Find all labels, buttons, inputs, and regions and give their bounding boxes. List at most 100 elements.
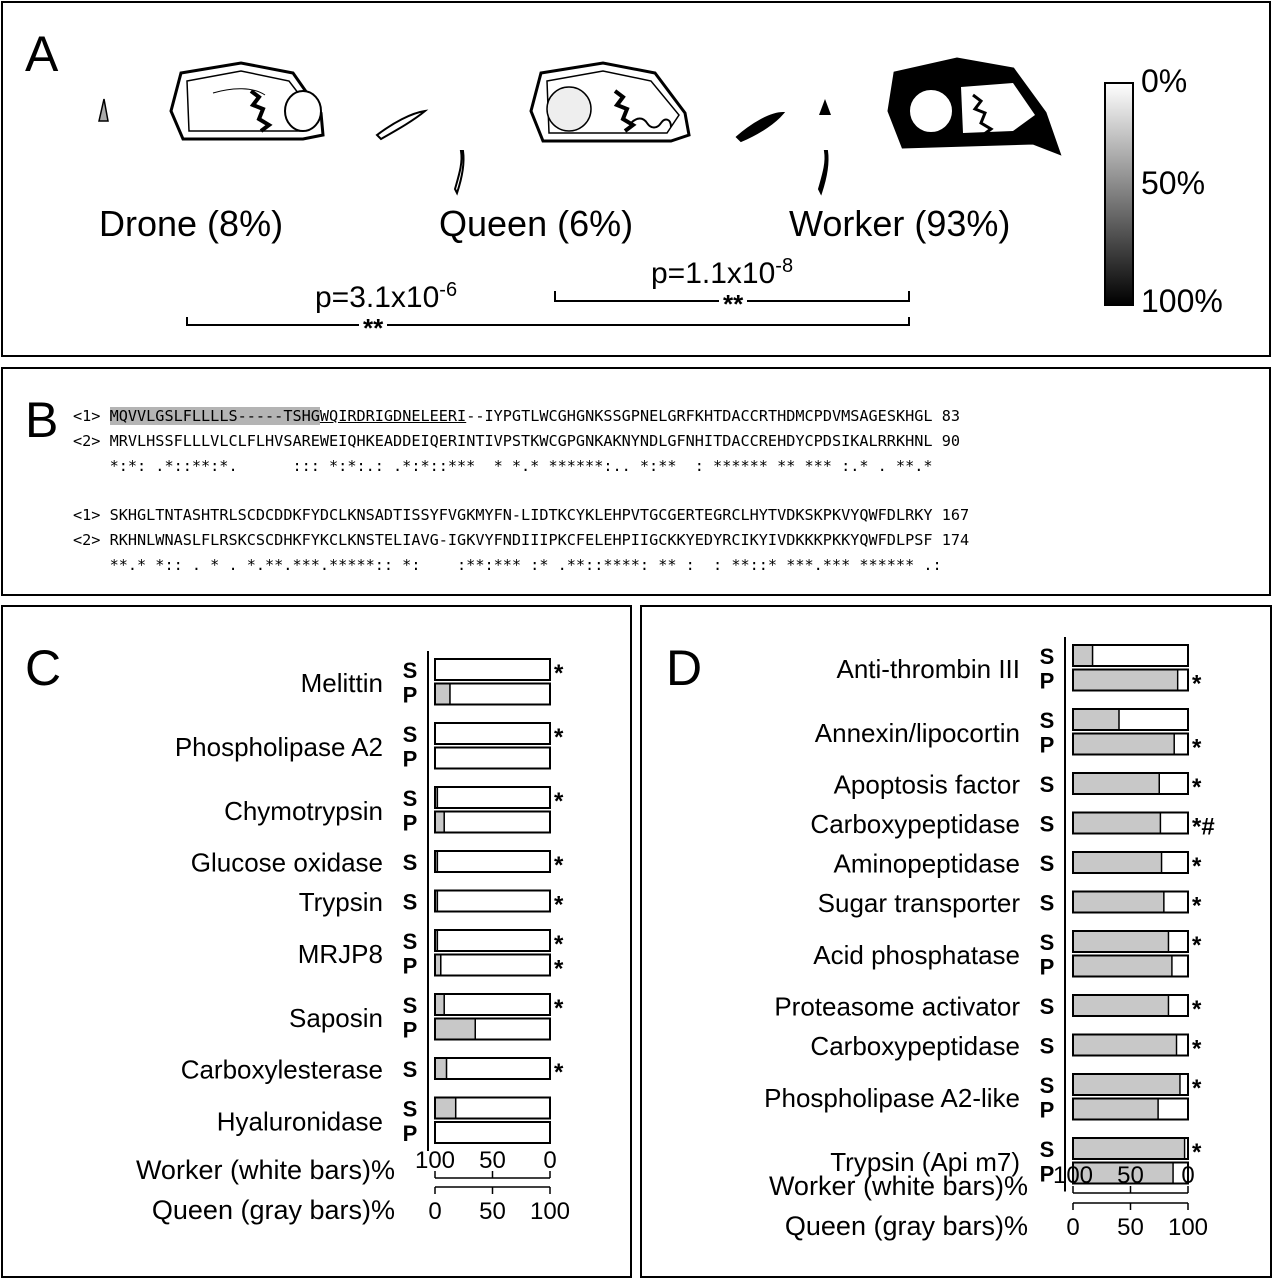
worker-bar — [434, 722, 551, 745]
significance-mark: * — [1192, 996, 1202, 1023]
protein-label: Carboxylesterase — [181, 1055, 383, 1085]
queen-bar — [1074, 1163, 1173, 1183]
p-value-drone-worker: p=3.1x10-6 — [315, 279, 458, 314]
significance-mark: * — [554, 852, 564, 879]
fraction-label: S — [1040, 772, 1055, 797]
fraction-label: S — [403, 890, 418, 915]
fraction-label: P — [1040, 955, 1055, 980]
significance-mark: * — [1192, 1036, 1202, 1063]
queen-bar — [1074, 734, 1174, 754]
significance-drone-worker: ** — [359, 313, 388, 344]
protein-label: Chymotrypsin — [224, 796, 383, 826]
protein-label: Phospholipase A2-like — [764, 1083, 1020, 1113]
worker-bar — [434, 1057, 551, 1080]
queen-bar — [1074, 1035, 1176, 1055]
worker-head-drawing — [735, 57, 1062, 196]
worker-tick-label: 0 — [1181, 1162, 1194, 1189]
significance-mark: * — [1192, 1139, 1202, 1166]
worker-axis-title: Worker (white bars)% — [136, 1155, 395, 1185]
significance-mark: * — [554, 956, 564, 983]
scale-label-bottom: 100% — [1141, 283, 1223, 319]
fraction-label: S — [403, 850, 418, 875]
fraction-label: P — [1040, 1162, 1055, 1187]
panel-d-label: D — [666, 640, 703, 696]
alignment-seq1-block2: <1> SKHGLTNTASHTRLSCDCDDKFYDCLKNSADTISSY… — [73, 506, 970, 524]
worker-bar — [434, 929, 551, 952]
worker-tick-label: 0 — [543, 1147, 556, 1174]
alignment-consensus-block2: **.* *:: . * . *.**.***.*****:: *: :**:*… — [109, 556, 942, 574]
significance-mark: *# — [1192, 814, 1215, 841]
protein-label: Saposin — [289, 1003, 383, 1033]
worker-bar — [434, 889, 551, 913]
worker-axis-title: Worker (white bars)% — [769, 1171, 1028, 1201]
worker-tick-label: 50 — [479, 1147, 506, 1174]
protein-label: Sugar transporter — [818, 888, 1021, 918]
fraction-label: S — [403, 786, 418, 811]
protein-label: Trypsin (Api m7) — [830, 1147, 1020, 1177]
caste-label-queen: Queen (6%) — [439, 203, 634, 244]
significance-mark: * — [554, 788, 564, 815]
protein-label: Carboxypeptidase — [810, 1031, 1020, 1061]
queen-bar — [436, 955, 442, 975]
fraction-label: S — [403, 1057, 418, 1082]
fraction-label: P — [403, 954, 418, 979]
worker-bar — [434, 953, 551, 977]
queen-bar — [1074, 646, 1094, 665]
protein-label: Apoptosis factor — [834, 770, 1021, 800]
queen-bar — [436, 1059, 448, 1078]
p-value-queen-worker: p=1.1x10-8 — [651, 255, 794, 290]
protein-label: Proteasome activator — [774, 992, 1020, 1022]
significance-mark: * — [554, 931, 564, 958]
significance-mark: * — [554, 724, 564, 751]
fraction-label: S — [1040, 891, 1055, 916]
significance-mark: * — [554, 660, 564, 687]
signal-peptide-highlight: MQVVLGSLFLLLLS-----TSHG — [109, 407, 320, 425]
queen-bar — [1074, 710, 1120, 729]
worker-bar — [434, 682, 551, 706]
queen-bar — [436, 812, 446, 832]
alignment-seq1-block1: <1> MQVVLGSLFLLLLS-----TSHGWQIRDRIGDNELE… — [73, 407, 960, 425]
significance-mark: * — [1192, 1075, 1202, 1102]
fraction-label: P — [1040, 733, 1055, 758]
panel-c-label: C — [25, 640, 62, 696]
panel-a: A — [1, 1, 1271, 357]
queen-tick-label: 0 — [1066, 1214, 1079, 1241]
mature-peptide-underline: WQIRDRIGDNELEERI — [319, 407, 467, 425]
fraction-label: P — [403, 1121, 418, 1146]
fraction-label: S — [1040, 994, 1055, 1019]
fraction-label: S — [1040, 644, 1055, 669]
protein-label: Trypsin — [299, 887, 383, 917]
queen-axis-title: Queen (gray bars)% — [152, 1195, 395, 1225]
worker-bar — [1072, 644, 1189, 667]
comparison-brackets — [186, 291, 910, 326]
drone-head-drawing — [98, 61, 465, 196]
protein-label: Carboxypeptidase — [810, 809, 1020, 839]
significance-mark: * — [1192, 853, 1202, 880]
queen-tick-label: 0 — [428, 1198, 441, 1225]
fraction-label: S — [1040, 812, 1055, 837]
fraction-label: S — [1040, 1137, 1055, 1162]
worker-bar — [434, 658, 551, 681]
fraction-label: P — [1040, 1098, 1055, 1123]
significance-mark: * — [1192, 735, 1202, 762]
caste-label-drone: Drone (8%) — [99, 203, 284, 244]
queen-bar — [436, 995, 446, 1014]
queen-bar — [1074, 1075, 1180, 1094]
significance-mark: * — [554, 995, 564, 1022]
significance-queen-worker: ** — [719, 289, 748, 320]
panel-d-bar-chart: SP*Anti-thrombin IIISP*Annexin/lipocorti… — [764, 637, 1215, 1241]
alignment-seq2-block1: <2> MRVLHSSFLLLVLCLFLHVSAREWEIQHKEADDEIQ… — [73, 432, 960, 450]
worker-bar — [434, 786, 551, 809]
panel-a-label: A — [25, 26, 59, 82]
protein-label: Phospholipase A2 — [175, 732, 383, 762]
protein-label: Annexin/lipocortin — [815, 718, 1020, 748]
worker-bar — [434, 746, 551, 770]
fraction-label: P — [403, 811, 418, 836]
queen-tick-label: 50 — [1117, 1214, 1144, 1241]
fraction-label: S — [1040, 708, 1055, 733]
significance-mark: * — [1192, 774, 1202, 801]
significance-mark: * — [554, 1059, 564, 1086]
fraction-label: S — [1040, 1073, 1055, 1098]
